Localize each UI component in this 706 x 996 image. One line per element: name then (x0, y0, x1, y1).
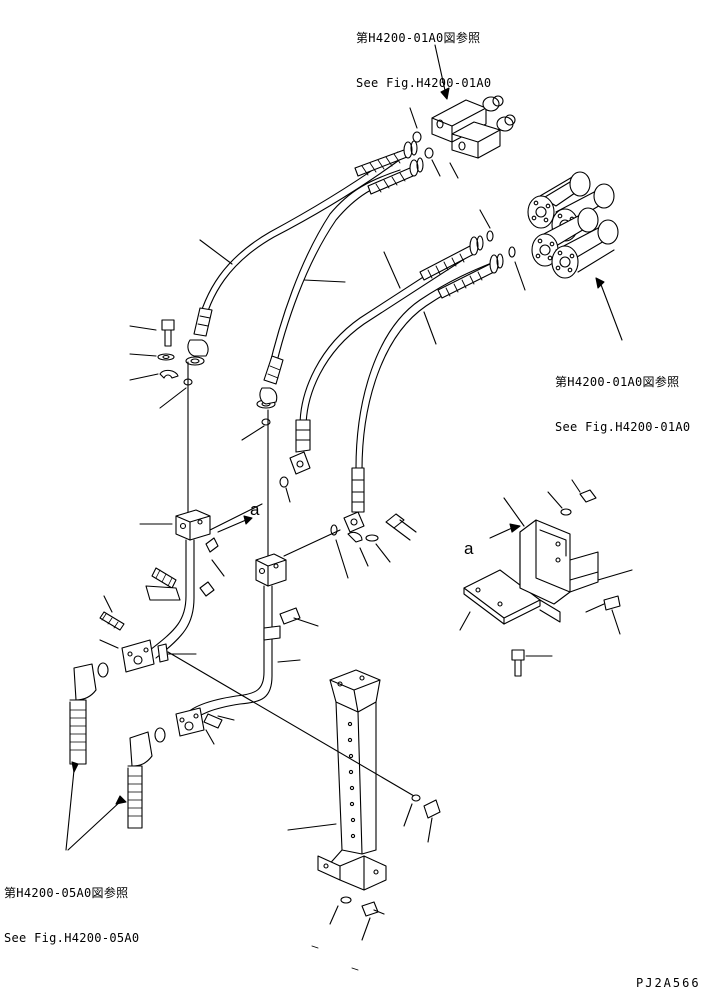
hose-a (185, 140, 418, 366)
reference-note-right-jp: 第H4200-01A0図参照 (555, 375, 680, 389)
callout-arrow-a-left (217, 515, 253, 533)
leader-lines-hoses (199, 239, 437, 345)
bolt-washer-set-left (129, 319, 179, 381)
o-rings-top (412, 131, 434, 159)
hose-d (343, 253, 504, 533)
callout-label-a-left: a (250, 500, 260, 519)
seal-rings-lower (97, 662, 166, 743)
hose-c (289, 235, 484, 475)
mounting-bracket (459, 497, 633, 631)
lower-flange-left-2 (175, 707, 235, 745)
post-fasteners (311, 794, 441, 971)
support-post (287, 669, 387, 891)
o-rings-right (479, 209, 526, 291)
reference-note-right: 第H4200-01A0図参照 See Fig.H4200-01A0 (555, 345, 690, 450)
bracket-bolts (511, 479, 621, 677)
callout-arrow-a-right (489, 523, 521, 539)
o-rings-left (159, 378, 349, 579)
top-valve-assembly (431, 95, 516, 159)
reference-note-top: 第H4200-01A0図参照 See Fig.H4200-01A0 (356, 1, 491, 106)
leader-lines-top (409, 44, 459, 179)
bolt-set-middle (347, 513, 417, 567)
callout-label-a-right: a (464, 539, 474, 558)
reference-note-right-en: See Fig.H4200-01A0 (555, 420, 691, 434)
right-filter-group (527, 171, 623, 341)
reference-note-bottom-left: 第H4200-05A0図参照 See Fig.H4200-05A0 (4, 856, 139, 961)
leader-lines-bottom-left (65, 761, 127, 851)
middle-pipe-block (183, 529, 341, 725)
drawing-code: PJ2A566 (636, 976, 701, 990)
lower-flange-left-1 (99, 595, 197, 673)
reference-note-top-jp: 第H4200-01A0図参照 (356, 31, 481, 45)
left-pipe-block (139, 503, 263, 659)
reference-note-bottom-left-jp: 第H4200-05A0図参照 (4, 886, 129, 900)
hose-b (256, 157, 424, 409)
hose-end-2 (127, 731, 153, 829)
reference-note-top-en: See Fig.H4200-01A0 (356, 76, 492, 90)
reference-note-bottom-left-en: See Fig.H4200-05A0 (4, 931, 140, 945)
hose-end-1 (69, 663, 97, 765)
diagonal-sight-line (167, 651, 415, 797)
assembly-axis-lines (187, 361, 269, 557)
